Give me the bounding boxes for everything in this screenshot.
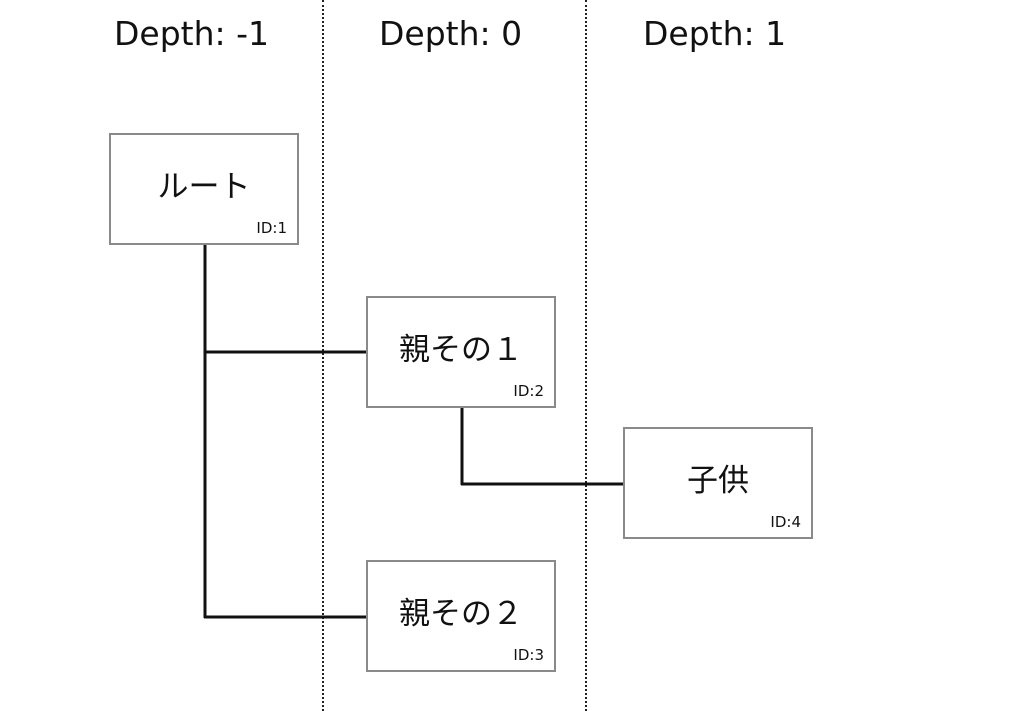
node-child: 子供 ID:4 bbox=[623, 427, 813, 539]
node-root-id: ID:1 bbox=[256, 219, 287, 237]
node-parent2-label: 親その２ bbox=[399, 596, 523, 632]
node-child-label: 子供 bbox=[687, 463, 749, 499]
node-root: ルート ID:1 bbox=[109, 133, 299, 245]
node-parent1-id: ID:2 bbox=[513, 382, 544, 400]
header-depth-1: Depth: 1 bbox=[643, 14, 787, 53]
column-divider-2 bbox=[585, 0, 587, 711]
node-child-id: ID:4 bbox=[770, 513, 801, 531]
node-parent1-label: 親その１ bbox=[399, 332, 523, 368]
column-divider-1 bbox=[322, 0, 324, 711]
node-parent2-id: ID:3 bbox=[513, 646, 544, 664]
node-parent1: 親その１ ID:2 bbox=[366, 296, 556, 408]
node-root-label: ルート bbox=[157, 169, 251, 205]
header-depth-0: Depth: 0 bbox=[379, 14, 523, 53]
header-depth-minus1: Depth: -1 bbox=[114, 14, 270, 53]
node-parent2: 親その２ ID:3 bbox=[366, 560, 556, 672]
